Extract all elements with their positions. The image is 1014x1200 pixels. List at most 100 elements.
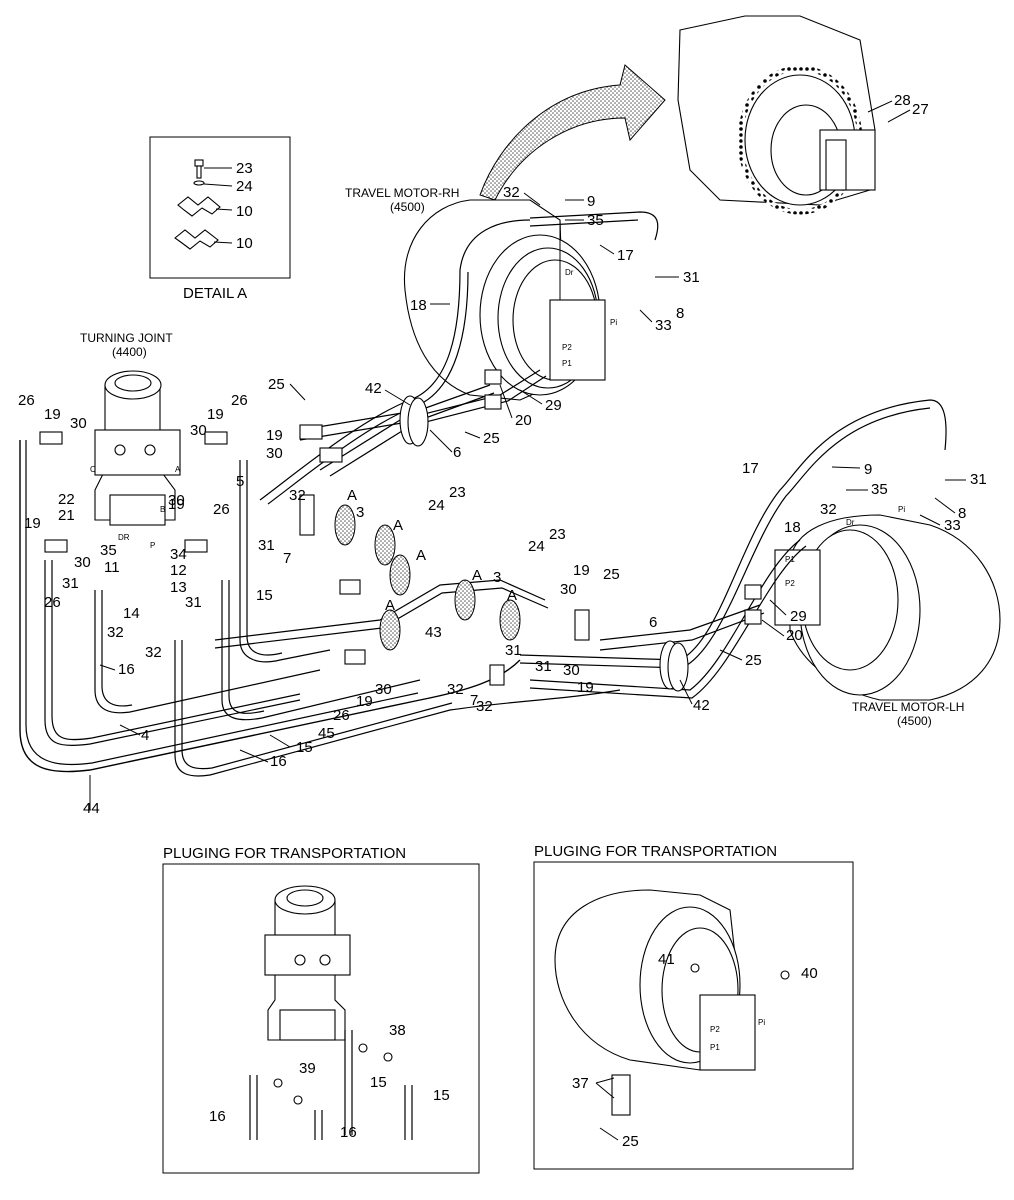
detail-clamp-lower-icon: [174, 229, 219, 250]
motor-rh-name: TRAVEL MOTOR-RH: [345, 186, 459, 200]
lbl-25a: 25: [268, 376, 285, 393]
lbl-17b: 17: [742, 460, 759, 477]
lbl-19a: 19: [44, 406, 61, 423]
detail-label-23: 23: [236, 160, 253, 177]
lbl-7b: 7: [470, 692, 478, 709]
section-a-5: A: [472, 567, 482, 584]
plug-lbl-38: 38: [389, 1022, 406, 1039]
clamps-42: [399, 395, 689, 692]
lbl-42b: 42: [693, 697, 710, 714]
section-a-1: A: [347, 487, 357, 504]
plug-lbl-40: 40: [801, 965, 818, 982]
lbl-31f: 31: [535, 658, 552, 675]
lbl-31d: 31: [62, 575, 79, 592]
lbl-15a: 15: [256, 587, 273, 604]
turning-joint-name: TURNING JOINT: [80, 331, 173, 345]
lbl-30h: 30: [563, 662, 580, 679]
detail-label-24: 24: [236, 178, 253, 195]
rh-port-p1: P1: [562, 359, 572, 368]
turning-joint-code: (4400): [112, 345, 147, 359]
turning-joint: C A B DR P: [90, 370, 181, 550]
lbl-33a: 33: [655, 317, 672, 334]
travel-motor-lh: Dr Pi P1 P2: [774, 505, 1001, 701]
detail-bolt-icon: [193, 159, 205, 186]
lbl-14: 14: [123, 605, 140, 622]
lbl-3b: 3: [493, 569, 501, 586]
lbl-13: 13: [170, 579, 187, 596]
lbl-32c: 32: [107, 624, 124, 641]
lbl-31g: 31: [970, 471, 987, 488]
plug-lbl-41: 41: [658, 951, 675, 968]
lbl-23a: 23: [449, 484, 466, 501]
lbl-30d: 30: [74, 554, 91, 571]
lbl-30f: 30: [266, 445, 283, 462]
lbl-42a: 42: [365, 380, 382, 397]
travel-motor-rh: Dr Pi P2 P1: [403, 199, 617, 401]
lbl-20a: 20: [515, 412, 532, 429]
plug-left-title: PLUGING FOR TRANSPORTATION: [163, 845, 406, 862]
lbl-19f: 19: [266, 427, 283, 444]
leader-lines: [89, 100, 966, 810]
joint-port-c: C: [90, 465, 96, 474]
lbl-25d: 25: [745, 652, 762, 669]
lbl-26e: 26: [333, 707, 350, 724]
lbl-30b: 30: [190, 422, 207, 439]
lbl-25c: 25: [603, 566, 620, 583]
section-a-3: A: [416, 547, 426, 564]
lbl-35c: 35: [871, 481, 888, 498]
lbl-5: 5: [236, 473, 244, 490]
section-a-markers: A A A A A A: [334, 487, 521, 651]
lbl-30c: 30: [168, 492, 185, 509]
motor-callout: [677, 15, 876, 215]
rh-port-pi: Pi: [610, 318, 617, 327]
plug-port-pi: Pi: [758, 1018, 765, 1027]
lbl-32f: 32: [476, 698, 493, 715]
lbl-32b: 32: [289, 487, 306, 504]
plug-port-p1: P1: [710, 1043, 720, 1052]
lbl-29b: 29: [790, 608, 807, 625]
plug-port-p2: P2: [710, 1025, 720, 1034]
rh-port-dr: Dr: [565, 268, 574, 277]
lbl-31e: 31: [505, 642, 522, 659]
detail-clamp-upper-icon: [177, 196, 221, 217]
rh-port-p2: P2: [562, 343, 572, 352]
lbl-9a: 9: [587, 193, 595, 210]
plug-lbl-39: 39: [299, 1060, 316, 1077]
lbl-43: 43: [425, 624, 442, 641]
plug-right-box: [533, 861, 854, 1170]
lbl-19g: 19: [573, 562, 590, 579]
lbl-22: 22: [58, 491, 75, 508]
lbl-20b: 20: [786, 627, 803, 644]
plug-right-title: PLUGING FOR TRANSPORTATION: [534, 843, 777, 860]
lbl-19c: 19: [168, 496, 185, 513]
part-labels-right: 3 24 23 19 30 25 6 30 19 31 31 32 7 32 4…: [447, 460, 987, 715]
lbl-19e: 19: [356, 693, 373, 710]
lbl-30a: 30: [70, 415, 87, 432]
lbl-26c: 26: [44, 594, 61, 611]
lbl-29a: 29: [545, 397, 562, 414]
lbl-21: 21: [58, 507, 75, 524]
lbl-18b: 18: [784, 519, 801, 536]
lbl-30g: 30: [560, 581, 577, 598]
lbl-32e: 32: [447, 681, 464, 698]
lbl-26b: 26: [231, 392, 248, 409]
lbl-19b: 19: [207, 406, 224, 423]
lbl-19h: 19: [577, 679, 594, 696]
lbl-6b: 6: [649, 614, 657, 631]
callout-arrow-icon: [479, 64, 666, 201]
section-a-4: A: [385, 597, 395, 614]
lbl-33b: 33: [944, 517, 961, 534]
lbl-16a: 16: [118, 661, 135, 678]
motor-lh-code: (4500): [897, 714, 932, 728]
lh-port-dr: Dr: [846, 518, 855, 527]
lbl-6a: 6: [453, 444, 461, 461]
lbl-30e: 30: [375, 681, 392, 698]
lbl-26a: 26: [18, 392, 35, 409]
lbl-17a: 17: [617, 247, 634, 264]
lbl-31c: 31: [185, 594, 202, 611]
lbl-11: 11: [104, 559, 120, 576]
lbl-24b: 24: [528, 538, 545, 555]
plug-lbl-15b: 15: [433, 1087, 450, 1104]
detail-a-box: 23 24 10 10 DETAIL A: [149, 136, 291, 302]
